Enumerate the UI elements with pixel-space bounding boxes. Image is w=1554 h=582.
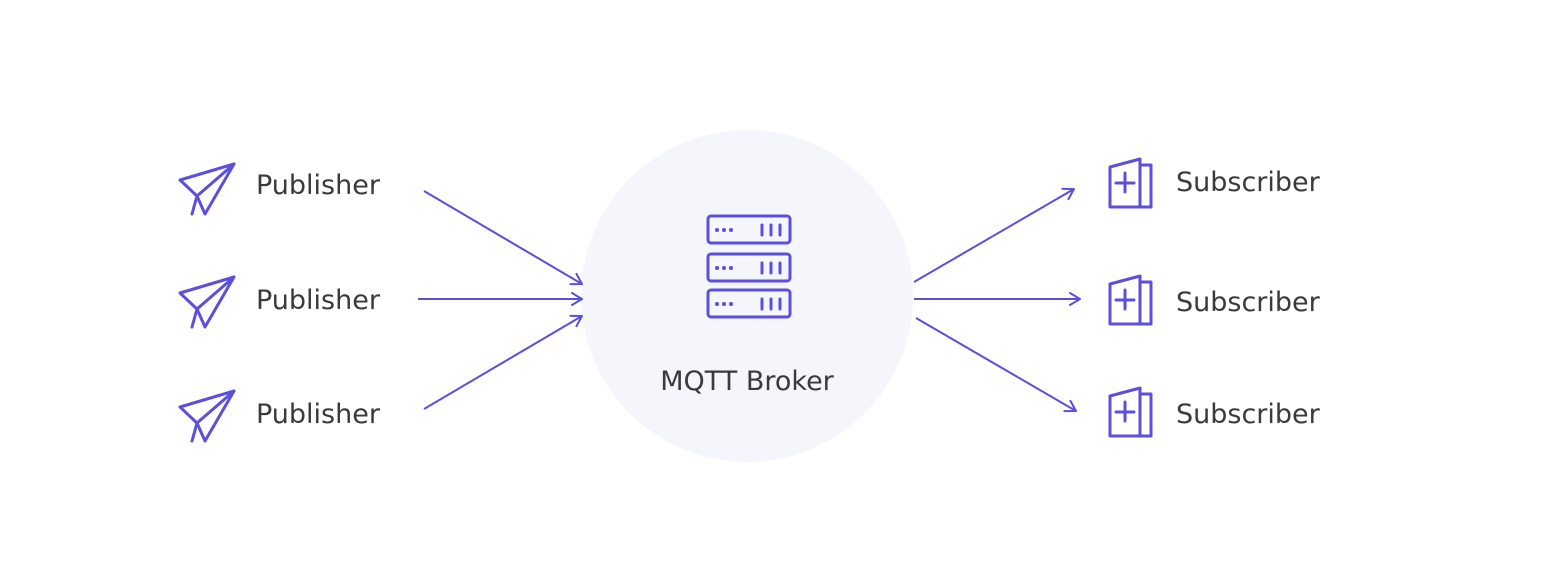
publisher-label: Publisher <box>256 170 380 201</box>
subscriber-arrow <box>913 187 1075 283</box>
subscribe-card-icon <box>1108 157 1153 209</box>
publisher-label: Publisher <box>256 399 380 430</box>
broker-circle <box>581 130 913 462</box>
subscriber-label: Subscriber <box>1176 287 1320 318</box>
subscriber-arrow <box>915 317 1077 413</box>
paper-plane-icon <box>178 162 236 216</box>
publisher-arrow <box>423 314 583 410</box>
paper-plane-icon <box>178 389 236 443</box>
server-icon <box>706 214 792 319</box>
subscribe-card-icon <box>1108 274 1153 326</box>
subscriber-label: Subscriber <box>1176 399 1320 430</box>
broker-label: MQTT Broker <box>660 366 834 397</box>
publisher-arrow <box>423 190 583 286</box>
paper-plane-icon <box>178 275 236 329</box>
publisher-label: Publisher <box>256 285 380 316</box>
subscribe-card-icon <box>1108 386 1153 438</box>
subscriber-label: Subscriber <box>1176 167 1320 198</box>
